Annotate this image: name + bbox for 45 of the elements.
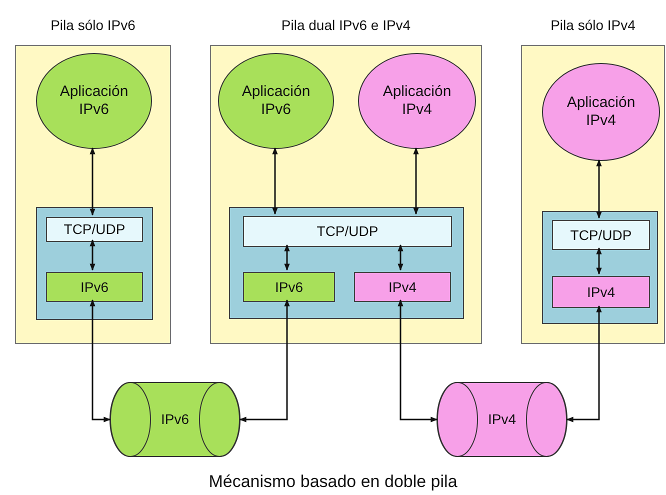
layer-box — [46, 272, 143, 302]
stack-box — [36, 207, 153, 320]
double-arrow — [90, 147, 96, 216]
node-label: TCP/UDP — [64, 221, 126, 238]
node-label: IPv4 — [488, 411, 516, 428]
application-ellipse — [358, 53, 476, 149]
node-label: Aplicación IPv6 — [240, 83, 312, 119]
node-label: IPv4 — [586, 284, 615, 300]
layer-box — [552, 276, 650, 308]
layer-box — [46, 217, 143, 242]
layer-box — [354, 272, 451, 302]
double-arrow — [398, 299, 438, 422]
layer-box — [552, 220, 650, 250]
layer-box — [243, 272, 335, 302]
double-arrow — [398, 244, 404, 271]
panel-title: Pila dual IPv6 e IPv4 — [280, 17, 412, 33]
application-ellipse — [218, 53, 334, 149]
node-label: Aplicación IPv4 — [382, 83, 452, 119]
node-label: TCP/UDP — [570, 226, 632, 244]
double-arrow — [596, 247, 602, 275]
double-arrow — [284, 244, 290, 271]
stack-box — [542, 211, 658, 324]
node-label: Aplicación IPv6 — [58, 83, 130, 119]
double-arrow — [596, 159, 602, 219]
network-cylinder — [110, 382, 240, 457]
node-label: IPv4 — [388, 278, 416, 296]
network-cylinder — [437, 382, 567, 457]
double-arrow — [413, 147, 419, 215]
caption: Mécanismo basado en doble pila — [208, 472, 458, 492]
panel-title: Pila sólo IPv6 — [50, 17, 136, 33]
node-label: Aplicación IPv4 — [566, 94, 636, 130]
double-arrow — [90, 239, 96, 271]
node-label: TCP/UDP — [316, 223, 378, 240]
layer-box — [243, 216, 452, 247]
node-label: IPv6 — [274, 278, 303, 296]
application-ellipse — [542, 63, 660, 161]
double-arrow — [239, 299, 290, 422]
panel-title: Pila sólo IPv4 — [550, 17, 636, 33]
node-label: IPv6 — [80, 278, 108, 296]
stack-box — [229, 207, 464, 319]
double-arrow — [272, 147, 278, 215]
double-arrow — [566, 305, 602, 422]
double-arrow — [90, 299, 111, 422]
node-label: IPv6 — [160, 411, 189, 428]
application-ellipse — [36, 53, 152, 149]
